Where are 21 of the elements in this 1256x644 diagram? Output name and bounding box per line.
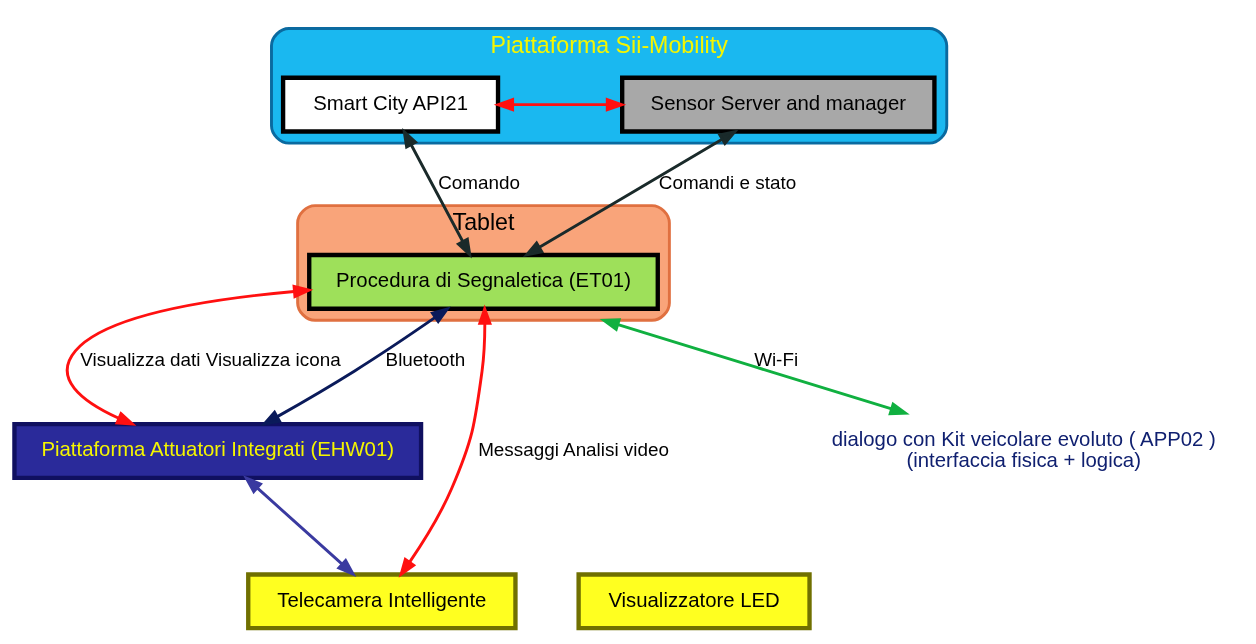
arrow (398, 303, 492, 578)
node-text: dialogo con Kit veicolare evoluto ( APP02 ) (interfaccia fisica + logica) (831, 427, 1216, 471)
arrow (65, 283, 314, 426)
edge-label: Bluetooth (385, 348, 466, 370)
arrow (599, 317, 910, 415)
node-box: Sensor Server and manager (620, 75, 937, 134)
node-box: Piattaforma Attuatori Integrati (EHW01) (12, 421, 424, 480)
edge-label: Messaggi Analisi video (478, 438, 669, 460)
arrow (260, 306, 451, 426)
arrow (522, 129, 739, 257)
arrow (493, 97, 627, 112)
edge-label: Comando (438, 171, 521, 193)
node-box: Smart City API21 (280, 75, 501, 134)
arrow (243, 474, 357, 577)
arrow (402, 127, 472, 258)
edge-label: Wi-Fi (754, 348, 799, 370)
node-box: Procedura di Segnaletica (ET01) (307, 252, 660, 311)
edge-label: Comandi e stato (658, 171, 797, 193)
edge-label: Visualizza dati Visualizza icona (80, 348, 341, 370)
node-box: Visualizzatore LED (576, 571, 812, 630)
node-box: Telecamera Intelligente (246, 571, 518, 630)
